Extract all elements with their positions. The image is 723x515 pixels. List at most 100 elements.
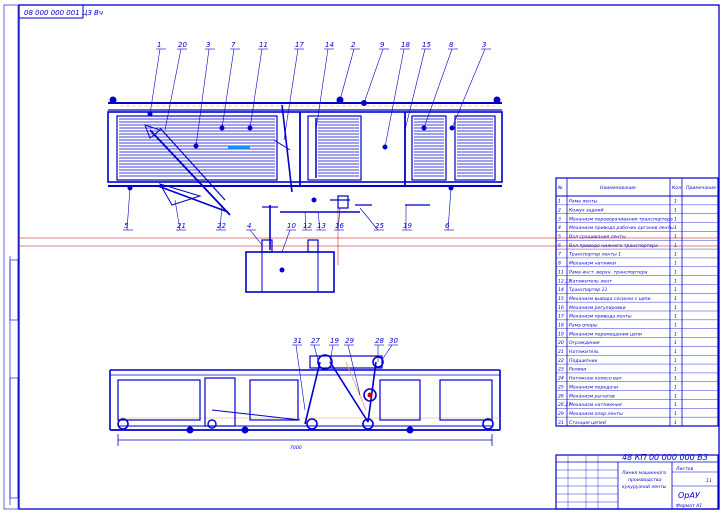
- spec-row-name: Вал сращивания ленты: [569, 234, 626, 240]
- top-callout-10: 15: [422, 41, 431, 49]
- top-callout-9: 18: [401, 41, 410, 49]
- spec-row-qty: 1: [674, 278, 677, 284]
- conveyor-belt-middle: [318, 118, 359, 177]
- spec-row-qty: 1: [674, 402, 677, 408]
- spec-row-no: 2: [558, 207, 561, 213]
- spec-row-name: Ограждение: [569, 340, 600, 346]
- conveyor-belt-right: [414, 118, 444, 177]
- spec-row-qty: 1: [674, 252, 677, 258]
- spec-row-name: Механизм переворачивания транспортера: [569, 216, 673, 222]
- spec-row-no: 21: [558, 349, 564, 355]
- spec-row-name: Кожух задний: [569, 207, 604, 213]
- spec-row-name: Натяжное колесо вал: [569, 376, 622, 382]
- col-header-name: Наименование: [600, 185, 636, 191]
- spec-row-no: 22: [558, 358, 564, 364]
- spec-row-no: 12,13: [558, 278, 571, 284]
- spec-row-name: Подшипник: [569, 358, 598, 364]
- spec-row-qty: 1: [674, 393, 677, 399]
- spec-row-no: 31: [558, 420, 564, 426]
- spec-row-no: 18: [558, 322, 564, 328]
- spec-row-qty: 1: [674, 384, 677, 390]
- spec-row-qty: 1: [674, 287, 677, 293]
- spec-row-no: 16: [558, 305, 564, 311]
- stamp-code: 08 000 000 001 ЦЗ Вч: [24, 9, 103, 17]
- spec-row-name: Рама опоры: [569, 322, 598, 328]
- low-callout-2: 22: [217, 222, 226, 230]
- organization: ОрАУ: [678, 491, 701, 500]
- top-callout-2: 3: [206, 41, 210, 49]
- spec-row-no: 25: [558, 384, 564, 390]
- spec-row-name: Механизм натяжения: [569, 402, 622, 408]
- spec-row-name: Вал привода нижнего транспортера: [569, 243, 658, 249]
- spec-row-qty: 1: [674, 216, 677, 222]
- top-view: [107, 96, 503, 293]
- spec-row-qty: 1: [674, 243, 677, 249]
- spec-row-no: 17: [558, 314, 564, 320]
- spec-row-no: 23: [558, 367, 564, 373]
- title-name-line1: Линия машинного: [621, 470, 666, 476]
- side-callout-0: 31: [293, 337, 302, 345]
- title-name-line2: производства: [628, 478, 662, 483]
- title-name-line3: кукурузной ленты: [622, 484, 667, 490]
- spec-row-qty: 1: [674, 314, 677, 320]
- low-callout-10: 6: [445, 222, 450, 230]
- spec-row-no: 8: [558, 261, 561, 267]
- spec-row-qty: 1: [674, 331, 677, 337]
- spec-row-qty: 1: [674, 322, 677, 328]
- drawing-designation: 48 КП 00 000 000 ВЗ: [622, 453, 708, 462]
- top-callout-7: 2: [351, 41, 356, 49]
- low-callout-5: 12: [303, 222, 312, 230]
- spec-row-name: Механизм натяжки: [569, 261, 616, 267]
- spec-row-name: Механизм привода рабочих органов ленты: [569, 225, 674, 231]
- spec-row-qty: 1: [674, 305, 677, 311]
- spec-row-qty: 1: [674, 225, 677, 231]
- low-callout-3: 4: [247, 222, 251, 230]
- spec-row-qty: 1: [674, 349, 677, 355]
- top-callout-11: 8: [449, 41, 454, 49]
- spec-row-qty: 1: [674, 358, 677, 364]
- spec-row-no: 4: [558, 225, 561, 231]
- low-callout-6: 13: [317, 222, 326, 230]
- top-callout-5: 17: [295, 41, 304, 49]
- side-callout-5: 30: [389, 337, 398, 345]
- spec-row-name: Ролики: [569, 367, 586, 373]
- spec-row-name: Рама ленты: [569, 199, 598, 205]
- low-callout-8: 25: [375, 222, 384, 230]
- sheets-label: Листов: [675, 466, 693, 472]
- spec-row-qty: 1: [674, 340, 677, 346]
- col-header-note: Примечание: [686, 185, 716, 191]
- sheets-count: 11: [706, 478, 712, 484]
- spec-row-no: 20: [558, 340, 564, 346]
- top-callout-12: 3: [482, 41, 486, 49]
- side-view: [109, 354, 501, 446]
- format-label: Формат А1: [676, 503, 702, 509]
- spec-row-no: 3: [558, 216, 561, 222]
- spec-row-no: 26: [558, 393, 564, 399]
- low-callout-1: 21: [177, 222, 186, 230]
- side-callout-2: 19: [330, 337, 339, 345]
- spec-row-no: 11: [558, 269, 564, 275]
- side-callout-4: 28: [375, 337, 384, 345]
- spec-row-no: 29: [558, 411, 564, 417]
- spec-row-name: Станция цепей: [569, 420, 606, 426]
- stamp-box: [18, 4, 84, 19]
- spec-row-qty: 1: [674, 376, 677, 382]
- spec-row-name: Рама инст. верхн. транспортера: [569, 269, 648, 275]
- spec-row-no: 14: [558, 287, 564, 293]
- spec-row-no: 19: [558, 331, 564, 337]
- spec-row-qty: 1: [674, 199, 677, 205]
- low-callout-0: 5: [124, 222, 129, 230]
- spec-row-no: 7: [558, 252, 561, 258]
- spec-row-no: 24: [558, 376, 564, 382]
- top-callout-8: 9: [380, 41, 385, 49]
- spec-row-qty: 1: [674, 296, 677, 302]
- top-callout-0: 1: [157, 41, 161, 49]
- spec-row-no: 5: [558, 234, 561, 240]
- spec-row-no: 26,27: [558, 402, 571, 408]
- spec-row-name: Механизм перемещения цепи: [569, 331, 642, 337]
- spec-row-qty: 1: [674, 420, 677, 426]
- dimension-label: 7000: [290, 445, 302, 451]
